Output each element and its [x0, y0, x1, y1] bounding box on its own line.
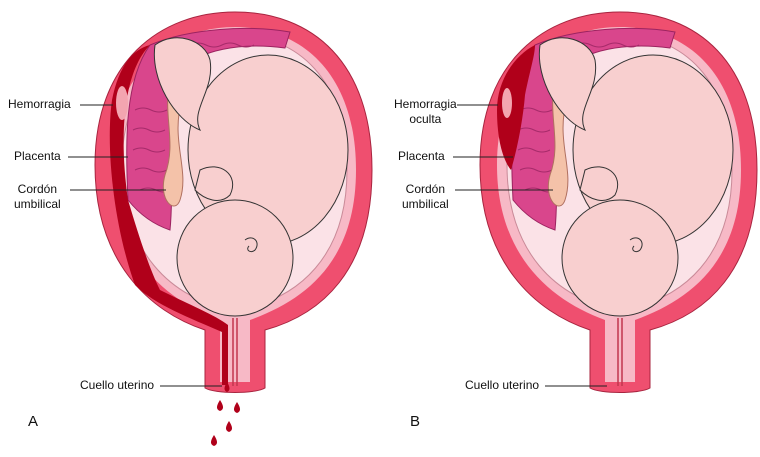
panel-letter-a: A — [28, 413, 39, 430]
label-hemorrhage-a: Hemorragia — [8, 97, 71, 111]
label-cord-line1: Cordón — [17, 182, 58, 196]
blood-drop — [226, 421, 232, 432]
blood-drop — [224, 382, 230, 392]
label-hemorrhage-line2: oculta — [409, 112, 442, 126]
label-placenta-a: Placenta — [14, 149, 61, 163]
hemorrhage-blood — [109, 45, 228, 385]
panel-letter-b: B — [410, 413, 421, 430]
label-cervix-b: Cuello uterino — [465, 378, 540, 392]
blood-drop — [211, 435, 217, 446]
label-cord-a: Cordón umbilical — [14, 182, 61, 212]
panel-b-uterus — [453, 11, 758, 394]
label-placenta-b: Placenta — [398, 149, 445, 163]
label-cord-b: Cordón umbilical — [402, 182, 449, 212]
label-cervix-a: Cuello uterino — [80, 378, 155, 392]
panel-a-uterus — [68, 11, 373, 446]
label-cord-line2: umbilical — [14, 197, 61, 211]
label-hemorrhage-b: Hemorragia oculta — [394, 97, 457, 127]
blood-drop — [217, 400, 223, 411]
blood-highlight — [502, 88, 512, 118]
label-cord-line1: Cordón — [405, 182, 446, 196]
blood-drop — [234, 402, 240, 413]
blood-highlight — [116, 86, 128, 120]
label-cord-line2: umbilical — [402, 197, 449, 211]
concealed-hemorrhage — [497, 45, 535, 170]
label-hemorrhage-line1: Hemorragia — [394, 97, 457, 111]
